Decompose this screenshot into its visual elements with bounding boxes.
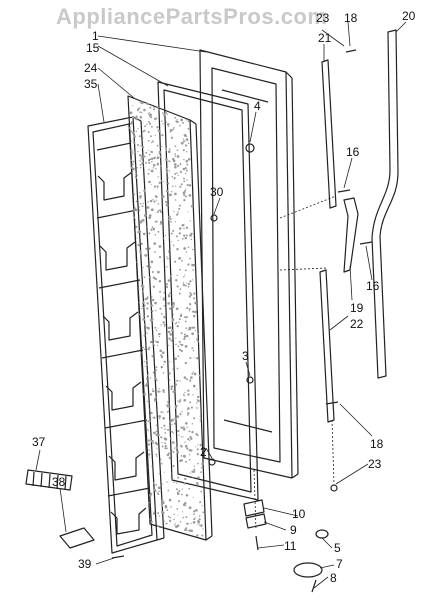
callout-18-bottom: 18: [370, 437, 384, 451]
callout-10: 10: [292, 507, 306, 521]
callout-16-upper: 16: [346, 145, 360, 159]
trim-piece: [25, 469, 73, 491]
callout-7: 7: [336, 557, 343, 571]
callout-3: 3: [242, 349, 249, 363]
screws: [111, 49, 373, 593]
callout-22: 22: [350, 317, 364, 331]
callout-23-bottom: 23: [368, 457, 382, 471]
callout-8: 8: [330, 571, 337, 585]
callout-1: 1: [92, 29, 99, 43]
callout-9: 9: [290, 523, 297, 537]
foam-texture: [128, 101, 205, 537]
callout-11: 11: [284, 539, 297, 553]
callout-38: 38: [52, 475, 66, 489]
callout-16-lower: 16: [366, 279, 380, 293]
door-liner: [87, 116, 165, 554]
callout-24: 24: [84, 61, 98, 75]
callout-15: 15: [86, 41, 100, 55]
door-handle: [371, 29, 399, 379]
foam-insulation: [127, 95, 213, 541]
leader-lines: [35, 21, 407, 589]
callout-20: 20: [402, 9, 416, 23]
handle-bracket: [343, 197, 359, 273]
end-cap: [59, 527, 95, 549]
lower-trim-strip: [319, 269, 335, 423]
watermark: AppliancePartsPros.com: [56, 4, 328, 29]
callout-19: 19: [350, 301, 364, 315]
upper-trim-strip: [321, 59, 337, 209]
hinge-plate: [293, 529, 329, 578]
hinge-bracket: [243, 499, 267, 529]
callout-2: 2: [200, 445, 207, 459]
callout-23-top: 23: [316, 11, 330, 25]
callout-21: 21: [318, 31, 332, 45]
door-gasket: [157, 81, 259, 501]
callout-5: 5: [334, 541, 341, 555]
callout-37: 37: [32, 435, 46, 449]
callout-18-top: 18: [344, 11, 358, 25]
outer-door-panel: [199, 49, 299, 479]
callout-4: 4: [254, 99, 261, 113]
callout-39: 39: [78, 557, 92, 571]
callout-30: 30: [210, 185, 224, 199]
callout-35: 35: [84, 77, 98, 91]
